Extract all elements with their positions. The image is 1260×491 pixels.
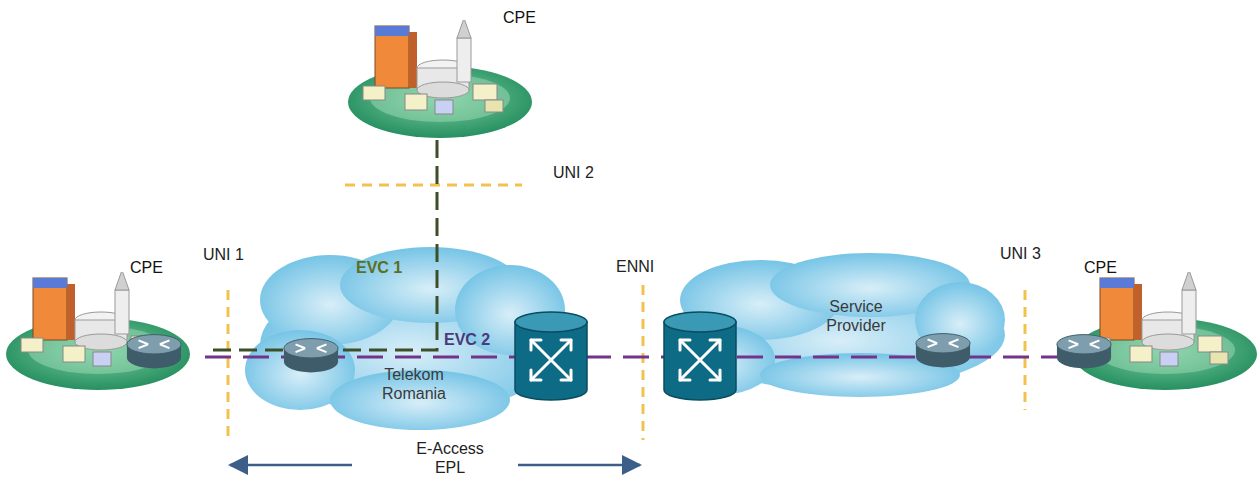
span-arrow <box>518 464 640 467</box>
switch-icon <box>515 312 587 400</box>
node-text: CPE <box>130 258 163 277</box>
node-region: CPE <box>1062 255 1257 395</box>
boundary-label: UNI 2 <box>553 163 594 182</box>
node-region: CPE <box>5 255 205 395</box>
node-text: CPE <box>1084 258 1117 277</box>
boundary-label: UNI 3 <box>1000 244 1041 263</box>
boundary-label: E-Access EPL <box>405 439 495 477</box>
boundary-label: UNI 1 <box>203 245 244 264</box>
router-icon <box>1057 335 1111 369</box>
span-arrow <box>230 464 352 467</box>
cpe-site <box>1073 270 1257 390</box>
router-icon <box>127 335 181 369</box>
node-text: CPE <box>503 8 536 27</box>
boundary-label: ENNI <box>616 257 654 276</box>
uni-boundary <box>345 184 522 187</box>
cpe-site <box>6 270 190 390</box>
cpe-site <box>348 18 532 138</box>
evc-connector <box>205 140 437 350</box>
evc-label: EVC 2 <box>444 330 490 349</box>
node-region: Service Provider <box>660 255 910 400</box>
router-icon <box>916 334 970 368</box>
switch-icon <box>664 312 736 400</box>
router-icon <box>284 339 338 373</box>
uni-boundary <box>227 290 230 440</box>
node-region: CPE <box>345 5 545 140</box>
node-text: Telekom Romania <box>368 365 460 403</box>
evc-label: EVC 1 <box>356 258 402 277</box>
node-text: Service Provider <box>810 297 902 335</box>
uni-boundary <box>1024 290 1027 410</box>
enni-boundary <box>642 285 645 440</box>
